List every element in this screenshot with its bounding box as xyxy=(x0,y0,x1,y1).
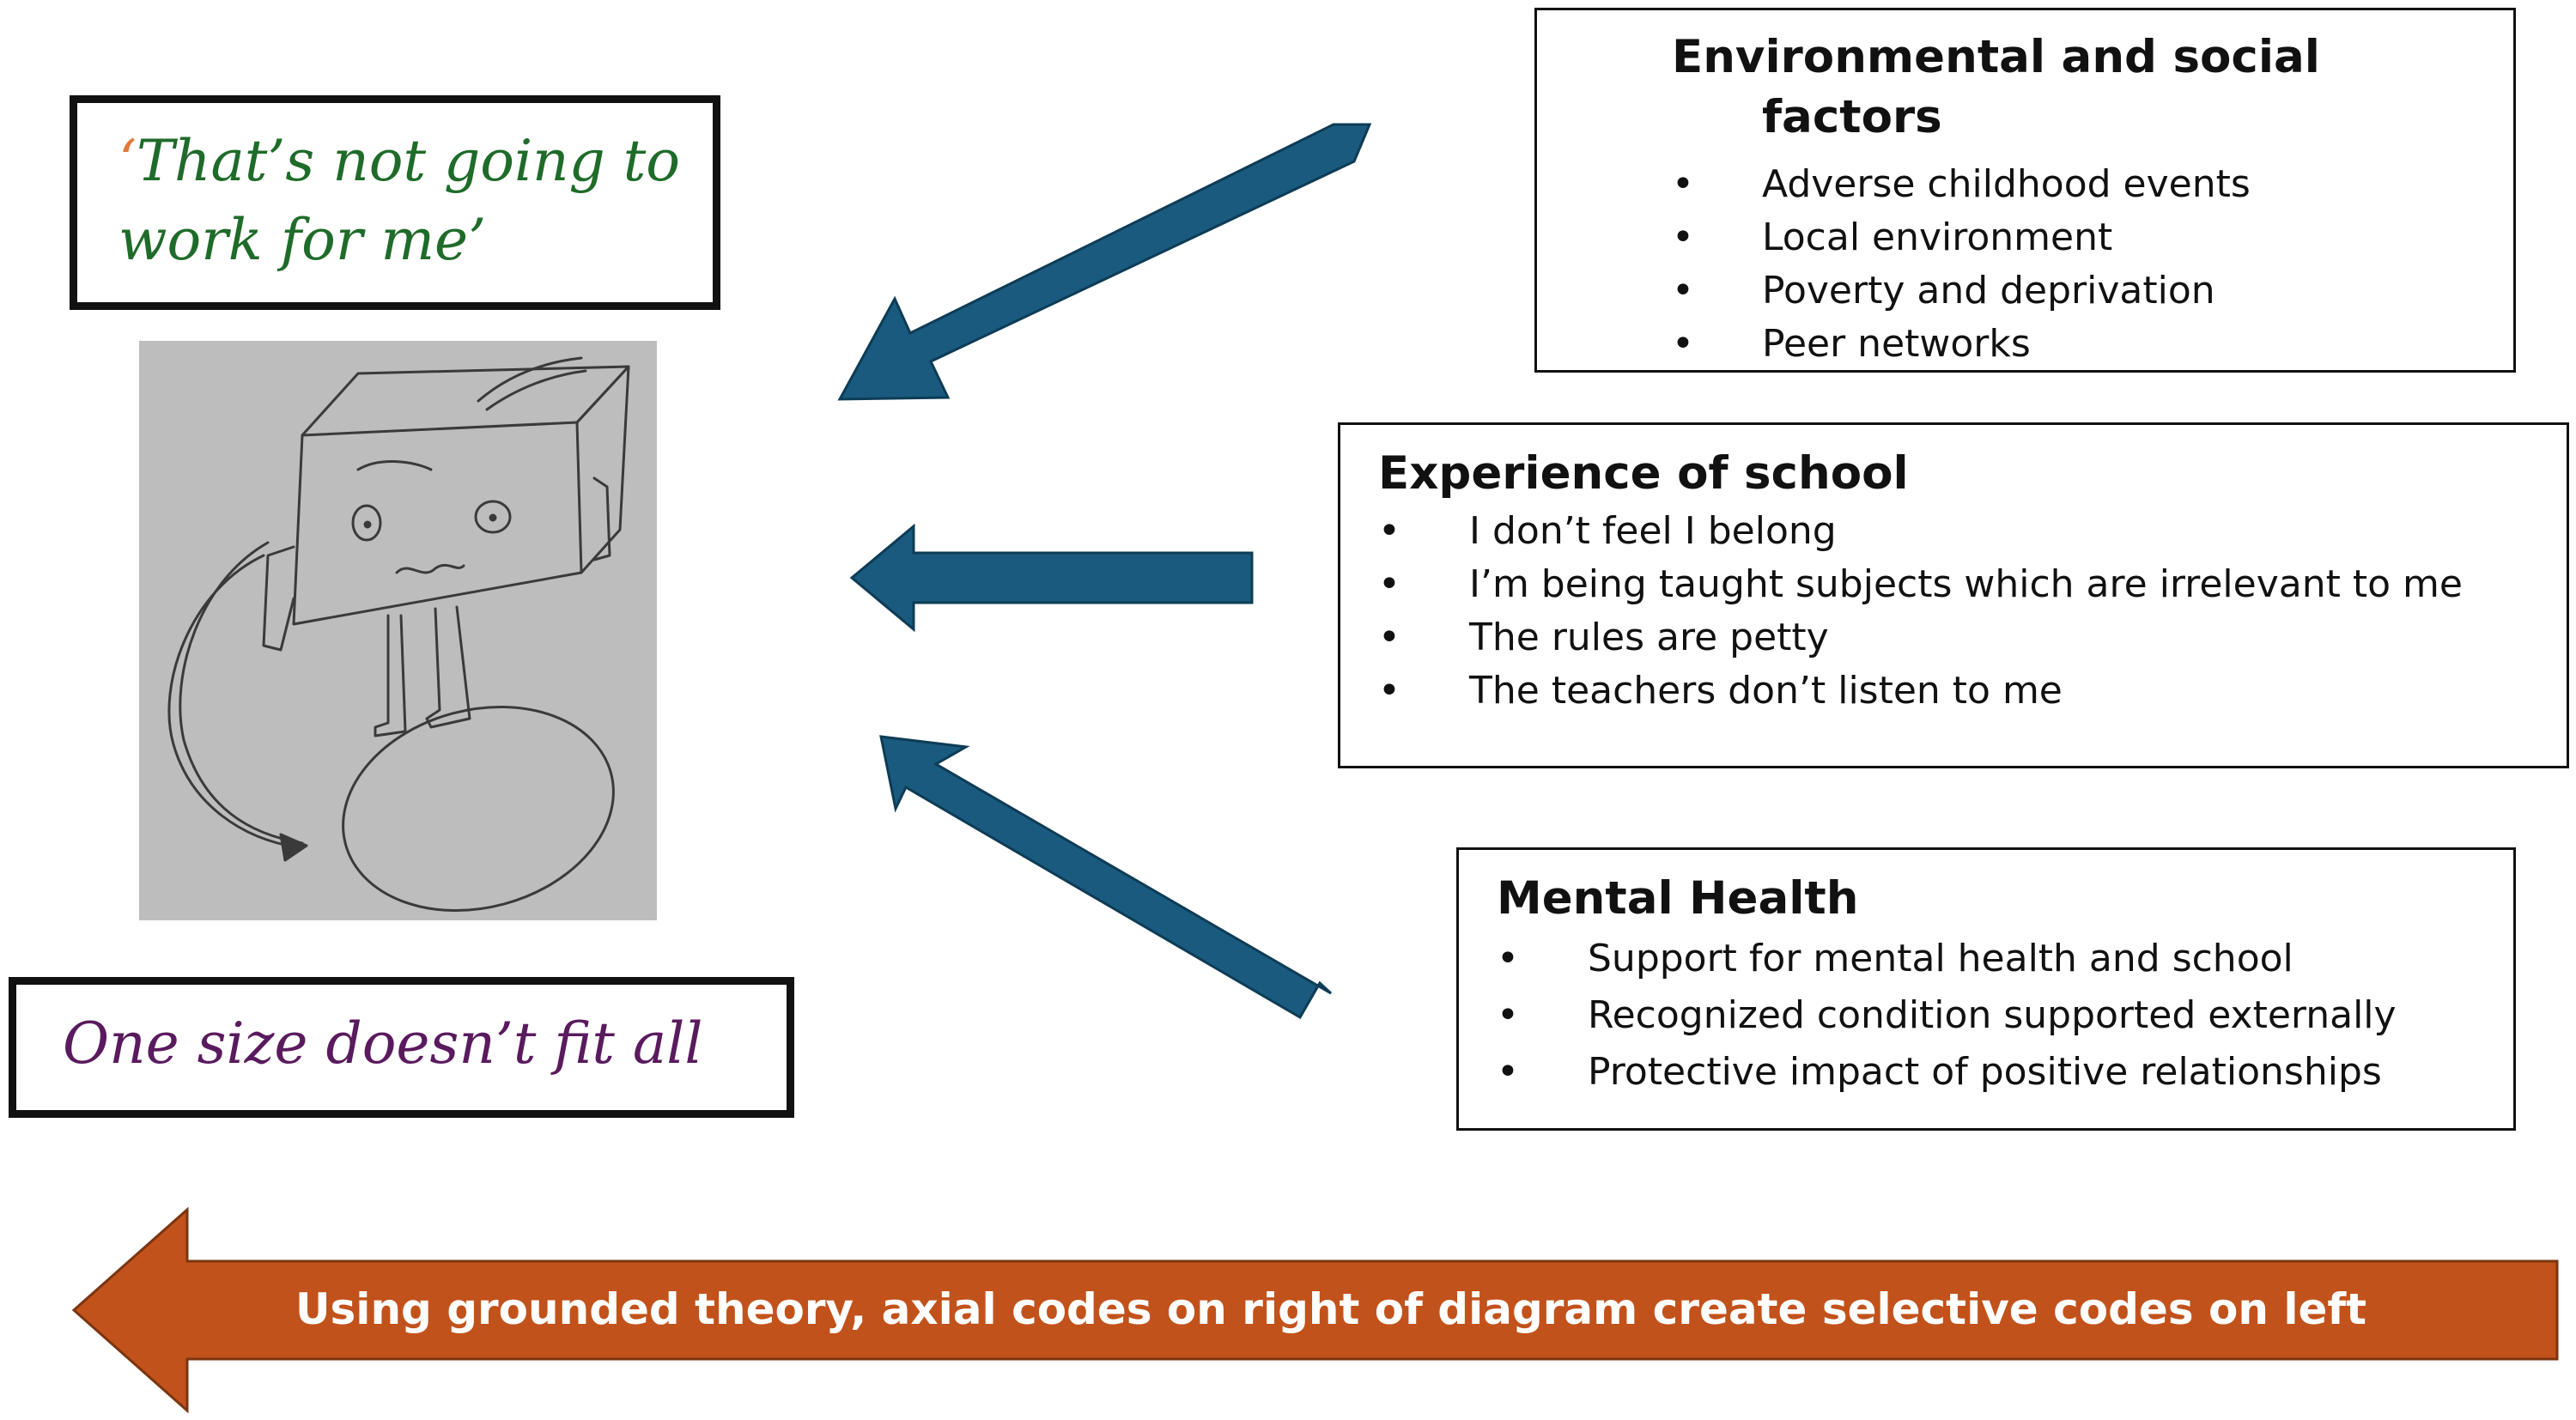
list-item: Support for mental health and school xyxy=(1459,931,2397,987)
arrow-mental-health-icon xyxy=(879,735,1333,1020)
arrow-experience-icon xyxy=(849,523,1254,633)
list-item: Poverty and deprivation xyxy=(1537,264,2251,318)
quote-text: ‘That’s not going to work for me’ xyxy=(118,122,685,280)
mental-health-list: Support for mental health and school Rec… xyxy=(1459,931,2397,1101)
list-item: I don’t feel I belong xyxy=(1340,505,2463,558)
list-item: Peer networks xyxy=(1537,318,2251,371)
motto-text: One size doesn’t fit all xyxy=(63,1010,703,1077)
mental-health-title: Mental Health xyxy=(1497,872,1859,925)
experience-of-school-box: Experience of school I don’t feel I belo… xyxy=(1338,422,2569,768)
list-item: The teachers don’t listen to me xyxy=(1340,664,2463,718)
list-item: Local environment xyxy=(1537,211,2251,264)
experience-of-school-title: Experience of school xyxy=(1378,447,1909,500)
quote-box: ‘That’s not going to work for me’ xyxy=(70,95,720,310)
cuboid-figure-sketch-icon xyxy=(139,341,657,920)
arrow-environmental-icon xyxy=(837,123,1372,401)
environmental-factors-list: Adverse childhood events Local environme… xyxy=(1537,158,2251,371)
mental-health-box: Mental Health Support for mental health … xyxy=(1456,847,2516,1131)
quote-body: That’s not going to work for me’ xyxy=(118,128,681,273)
environmental-factors-title: Environmental and social factors xyxy=(1672,27,2359,148)
list-item: The rules are petty xyxy=(1340,611,2463,664)
experience-of-school-list: I don’t feel I belong I’m being taught s… xyxy=(1340,505,2463,718)
list-item: Recognized condition supported externall… xyxy=(1459,987,2397,1044)
list-item: Protective impact of positive relationsh… xyxy=(1459,1044,2397,1101)
environmental-title-line1: Environmental and social xyxy=(1672,31,2320,83)
list-item: Adverse childhood events xyxy=(1537,158,2251,211)
grounded-theory-banner-arrow-icon xyxy=(71,1206,2559,1414)
list-item: I’m being taught subjects which are irre… xyxy=(1340,558,2463,611)
quote-open-mark: ‘ xyxy=(118,128,137,194)
grounded-theory-banner-text: Using grounded theory, axial codes on ri… xyxy=(295,1284,2367,1334)
environmental-factors-box: Environmental and social factors Adverse… xyxy=(1534,8,2516,373)
motto-box: One size doesn’t fit all xyxy=(9,977,794,1118)
environmental-title-line2: factors xyxy=(1762,91,1942,143)
